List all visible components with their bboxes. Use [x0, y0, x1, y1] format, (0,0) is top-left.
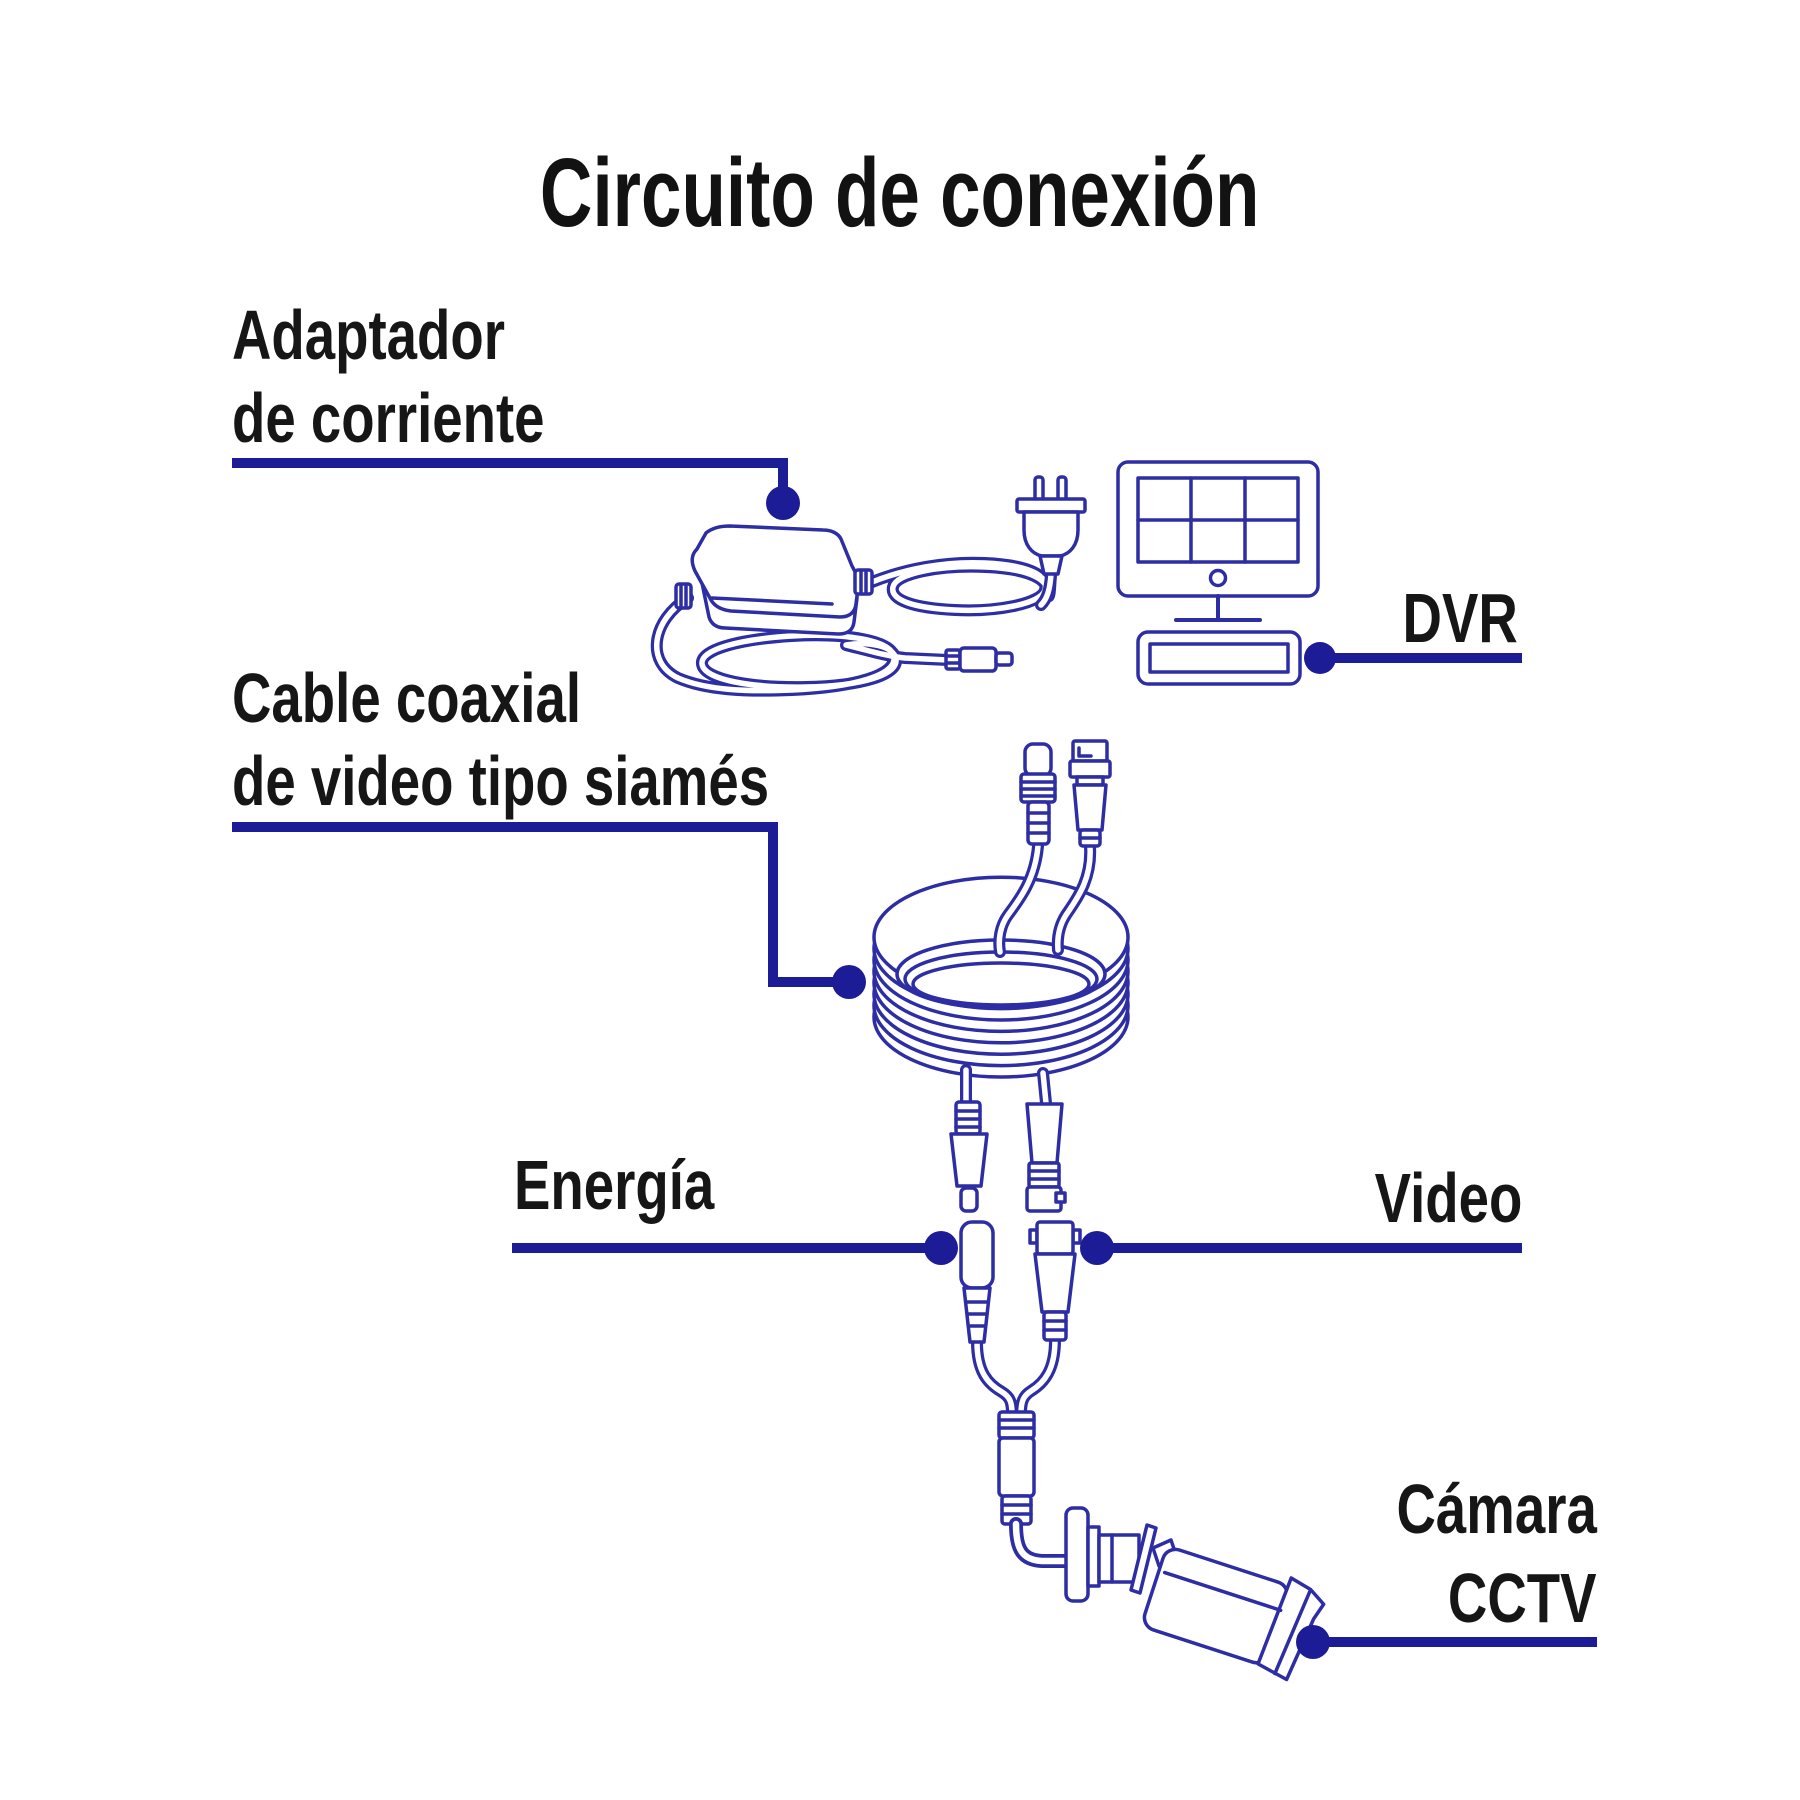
cctv-camera-icon: [1064, 1506, 1326, 1682]
label-adapter-line2: de corriente: [232, 379, 545, 457]
label-cable-line1: Cable coaxial: [232, 659, 582, 737]
dc-barrel-tip-icon: [944, 646, 1014, 673]
adapter-leader-dot: [766, 486, 800, 520]
adapter-leader-line: [232, 458, 788, 494]
leader-lines: [232, 458, 1597, 1647]
adapter-brick-edge: [710, 596, 834, 606]
energia-leader-dot: [924, 1231, 958, 1265]
bnc-male-connector-icon: [1025, 1102, 1067, 1213]
label-camera-line1: Cámara: [1396, 1470, 1597, 1548]
label-dvr: DVR: [1402, 579, 1518, 657]
page-title: Circuito de conexión: [0, 137, 1800, 249]
dc-female-connector-icon: [959, 1220, 1018, 1420]
adapter-cable-left-core: [654, 595, 951, 694]
page-title-text: Circuito de conexión: [540, 138, 1260, 247]
adapter-right-stub: [853, 568, 874, 596]
bnc-male-connector-top-icon: [1068, 739, 1112, 848]
dvr-monitor-icon: [1116, 460, 1320, 622]
adapter-right-stub-ribs: [859, 569, 868, 595]
dvr-box-icon: [1136, 630, 1302, 686]
label-energia: Energía: [514, 1146, 715, 1224]
dc-female-connector-top-icon: [1019, 742, 1057, 846]
cable-leader-dot: [832, 965, 866, 999]
label-video: Video: [1374, 1159, 1522, 1237]
label-cable-line2: de video tipo siamés: [232, 742, 770, 820]
dc-male-connector-icon: [949, 1100, 989, 1213]
camera-leader-dot: [1296, 1625, 1330, 1659]
power-adapter-icon: [650, 475, 1087, 697]
label-adapter-line1: Adaptador: [232, 296, 505, 374]
siamese-cable-coil-icon: [872, 840, 1130, 1109]
leader-dots: [766, 486, 1336, 1659]
label-camera-line2: CCTV: [1448, 1559, 1597, 1637]
adapter-left-stub: [674, 582, 693, 610]
y-splitter-connector-icon: [997, 1410, 1074, 1568]
adapter-left-stub-ribs: [679, 583, 688, 609]
two-prong-plug-icon: [1015, 475, 1087, 611]
dvr-leader-dot: [1304, 642, 1336, 674]
adapter-cable-right-core: [869, 559, 1054, 614]
cable-leader-line: [232, 822, 836, 987]
video-leader-dot: [1080, 1231, 1114, 1265]
bnc-female-connector-icon: [1015, 1220, 1082, 1420]
